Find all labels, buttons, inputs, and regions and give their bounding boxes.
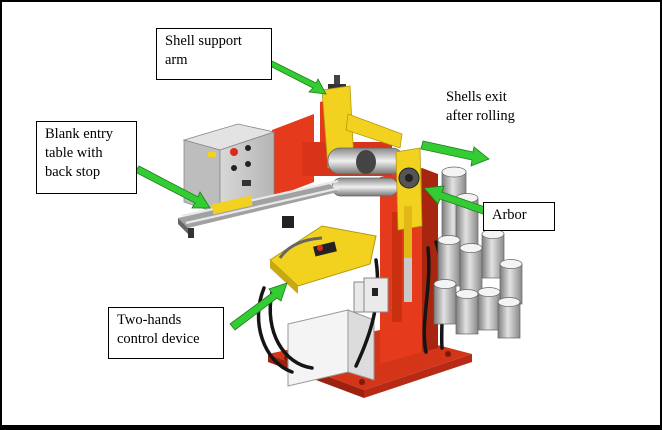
- machine-illustration: [134, 60, 523, 398]
- label-arbor: Arbor: [483, 202, 555, 231]
- label-blank-entry-table: Blank entry table with back stop: [36, 121, 137, 194]
- blank-entry-table: [178, 179, 341, 238]
- figure-frame: Shell support arm Shells exit after roll…: [2, 2, 660, 425]
- roll-assembly: [327, 147, 405, 197]
- arrow-two-hands-control: [229, 282, 288, 331]
- label-shells-exit: Shells exit after rolling: [446, 89, 515, 124]
- label-two-hands-control: Two-hands control device: [108, 307, 224, 359]
- rolled-shells-stack: [433, 166, 523, 339]
- arrow-arbor: [423, 185, 486, 215]
- two-hands-control-plate: [269, 225, 377, 294]
- arrow-shells-exit: [420, 140, 490, 167]
- arrow-blank-entry: [134, 165, 211, 209]
- arbor-bracket: [395, 147, 423, 302]
- arrow-shell-support-arm: [267, 60, 327, 95]
- shell-support-arm: [321, 75, 403, 169]
- callout-arrows: [134, 60, 490, 331]
- junction-box: [363, 277, 389, 313]
- hydraulic-hoses: [256, 240, 445, 374]
- label-shell-support-arm: Shell support arm: [156, 28, 272, 80]
